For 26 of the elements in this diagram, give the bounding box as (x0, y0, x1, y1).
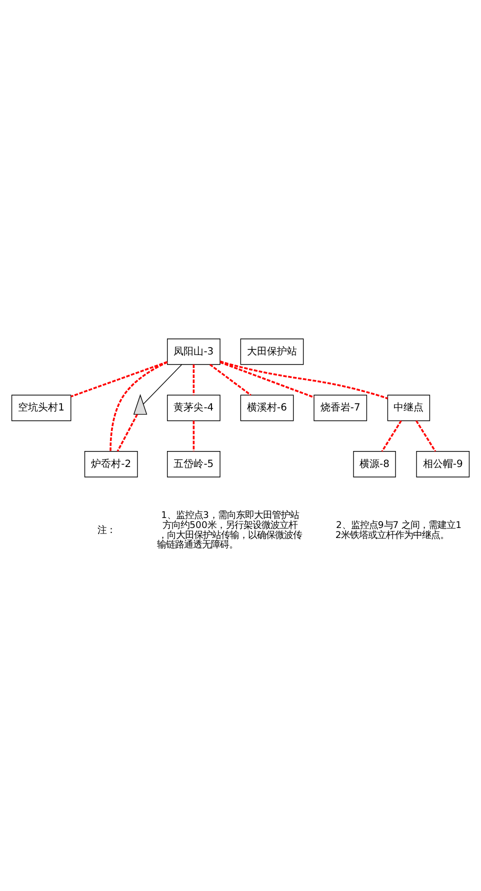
connector (220, 360, 388, 399)
connector (116, 414, 138, 452)
node-box: 凤阳山-3 (167, 338, 220, 364)
connector (110, 360, 168, 451)
node-box: 烧香岩-7 (314, 394, 368, 421)
node-box: 中继点 (387, 394, 430, 421)
connector (381, 420, 402, 452)
connector (192, 364, 195, 395)
connector (143, 364, 182, 404)
node-box: 大田保护站 (240, 338, 304, 364)
label: 2、监控点9与7 之间，需建立12米铁塔或立杆作为中继点。 (335, 519, 462, 540)
node-box: 横源-8 (353, 450, 396, 477)
connector (70, 360, 168, 397)
node-tower (133, 393, 148, 414)
connector (416, 420, 436, 452)
node-box: 炉岙村-2 (84, 450, 138, 477)
node-box: 五岱岭-5 (167, 450, 220, 477)
connector (209, 363, 252, 396)
node-box: 空坑头村1 (11, 394, 72, 421)
node-box: 横溪村-6 (240, 394, 294, 421)
connector (192, 420, 195, 451)
label: 1、监控点3，需向东即大田管护站方向约500米，另行架设微波立杆，向大田保护站传输，以确保微波传输链路通透无障碍。 (157, 509, 302, 550)
node-box: 黄茅尖-4 (167, 394, 220, 421)
node-box: 相公帽-9 (416, 450, 470, 477)
label: 注： (98, 524, 116, 536)
connector (220, 360, 314, 398)
